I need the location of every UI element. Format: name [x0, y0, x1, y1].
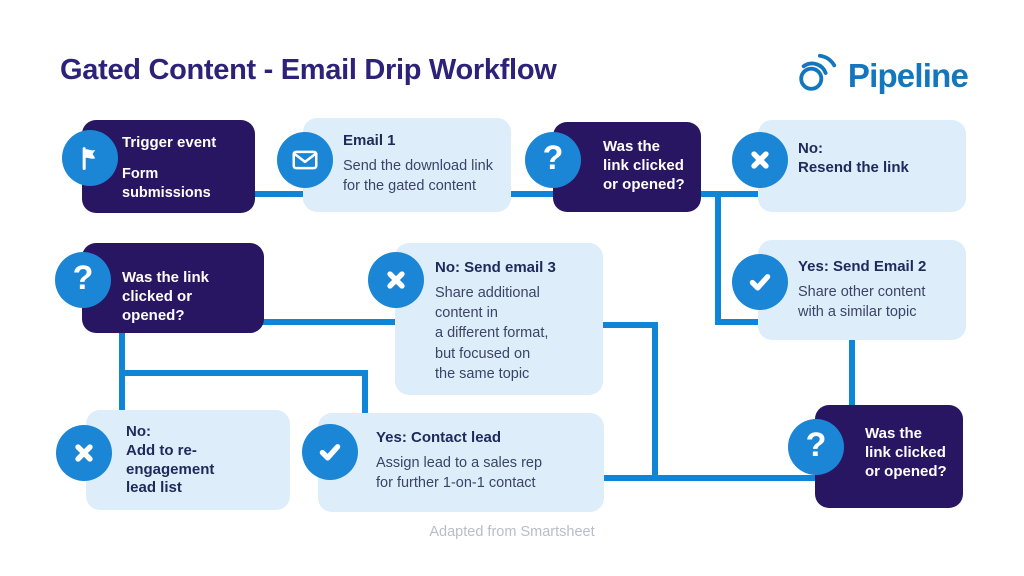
connector	[601, 475, 817, 481]
question-icon: ?	[55, 252, 111, 308]
node-email-1: Email 1 Send the download link for the g…	[277, 118, 511, 212]
question-icon: ?	[788, 419, 844, 475]
node-trigger-event: Trigger event Form submissions	[62, 120, 255, 213]
connector	[601, 322, 658, 328]
node-title: No: Resend the link	[798, 140, 909, 176]
node-no-resend-link: No: Resend the link	[732, 120, 966, 212]
logo-wordmark: Pipeline	[847, 56, 969, 94]
connector	[119, 370, 368, 376]
cross-icon	[368, 252, 424, 308]
flag-icon	[62, 130, 118, 186]
question-icon: ?	[525, 132, 581, 188]
connector	[698, 191, 762, 197]
node-title: Yes: Send Email 2	[798, 258, 927, 275]
pipeline-logo: Pipeline	[794, 50, 969, 101]
connector	[849, 338, 855, 407]
node-no-send-email-3: No: Send email 3 Share additional conten…	[368, 243, 603, 395]
node-title: No: Add to re- engagement lead list	[126, 423, 215, 497]
node-title: Email 1	[343, 132, 396, 149]
node-title: No: Send email 3	[435, 259, 556, 276]
mail-icon	[277, 132, 333, 188]
node-yes-contact-lead: Yes: Contact lead Assign lead to a sales…	[302, 413, 604, 512]
connector	[715, 319, 763, 325]
node-body: Share other content with a similar topic	[798, 283, 926, 321]
node-yes-send-email-2: Yes: Send Email 2 Share other content wi…	[732, 240, 966, 340]
cross-icon	[732, 132, 788, 188]
connector	[262, 319, 397, 325]
check-icon	[302, 424, 358, 480]
node-body: Send the download link for the gated con…	[343, 157, 493, 195]
node-body: Assign lead to a sales rep for further 1…	[376, 454, 543, 492]
node-title: Yes: Contact lead	[376, 429, 502, 446]
check-icon	[732, 254, 788, 310]
node-title: Was the link clicked or opened?	[122, 269, 209, 324]
node-body: Form submissions	[122, 165, 211, 201]
node-decision-link-clicked-2: ? Was the link clicked or opened?	[55, 243, 264, 333]
node-no-reengagement-list: No: Add to re- engagement lead list	[56, 410, 290, 510]
node-body: Share additional content in a different …	[435, 284, 549, 382]
cross-icon	[56, 425, 112, 481]
node-decision-link-clicked-3: ? Was the link clicked or opened?	[788, 405, 963, 508]
connector	[362, 370, 368, 416]
node-title: Trigger event	[122, 134, 217, 151]
node-decision-link-clicked-1: ? Was the link clicked or opened?	[525, 122, 701, 212]
pipeline-swirl-icon	[794, 50, 840, 101]
source-caption: Adapted from Smartsheet	[429, 524, 595, 540]
page-title: Gated Content - Email Drip Workflow	[60, 54, 557, 86]
connector	[715, 194, 721, 325]
node-title: Was the link clicked or opened?	[865, 425, 947, 480]
node-title: Was the link clicked or opened?	[603, 138, 685, 193]
connector	[652, 322, 658, 481]
